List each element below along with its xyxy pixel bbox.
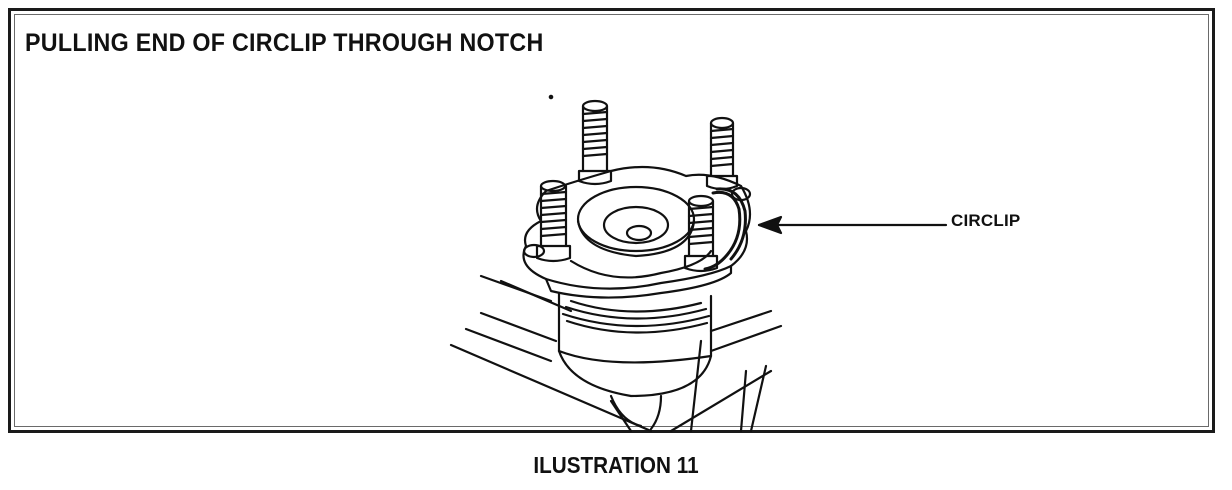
center-boss [569,185,713,279]
callout-arrow [757,215,948,235]
wheel-studs [535,99,739,273]
figure-frame: PULLING END OF CIRCLIP THROUGH NOTCH [8,8,1215,433]
circlip [703,187,747,271]
bearing-drum [557,291,713,431]
housing-lines [449,274,783,433]
figure-caption: ILUSTRATION 11 [533,452,699,478]
circlip-callout-label: CIRCLIP [951,211,1021,230]
figure-heading: PULLING END OF CIRCLIP THROUGH NOTCH [25,29,544,57]
hub-illustration [449,94,948,433]
